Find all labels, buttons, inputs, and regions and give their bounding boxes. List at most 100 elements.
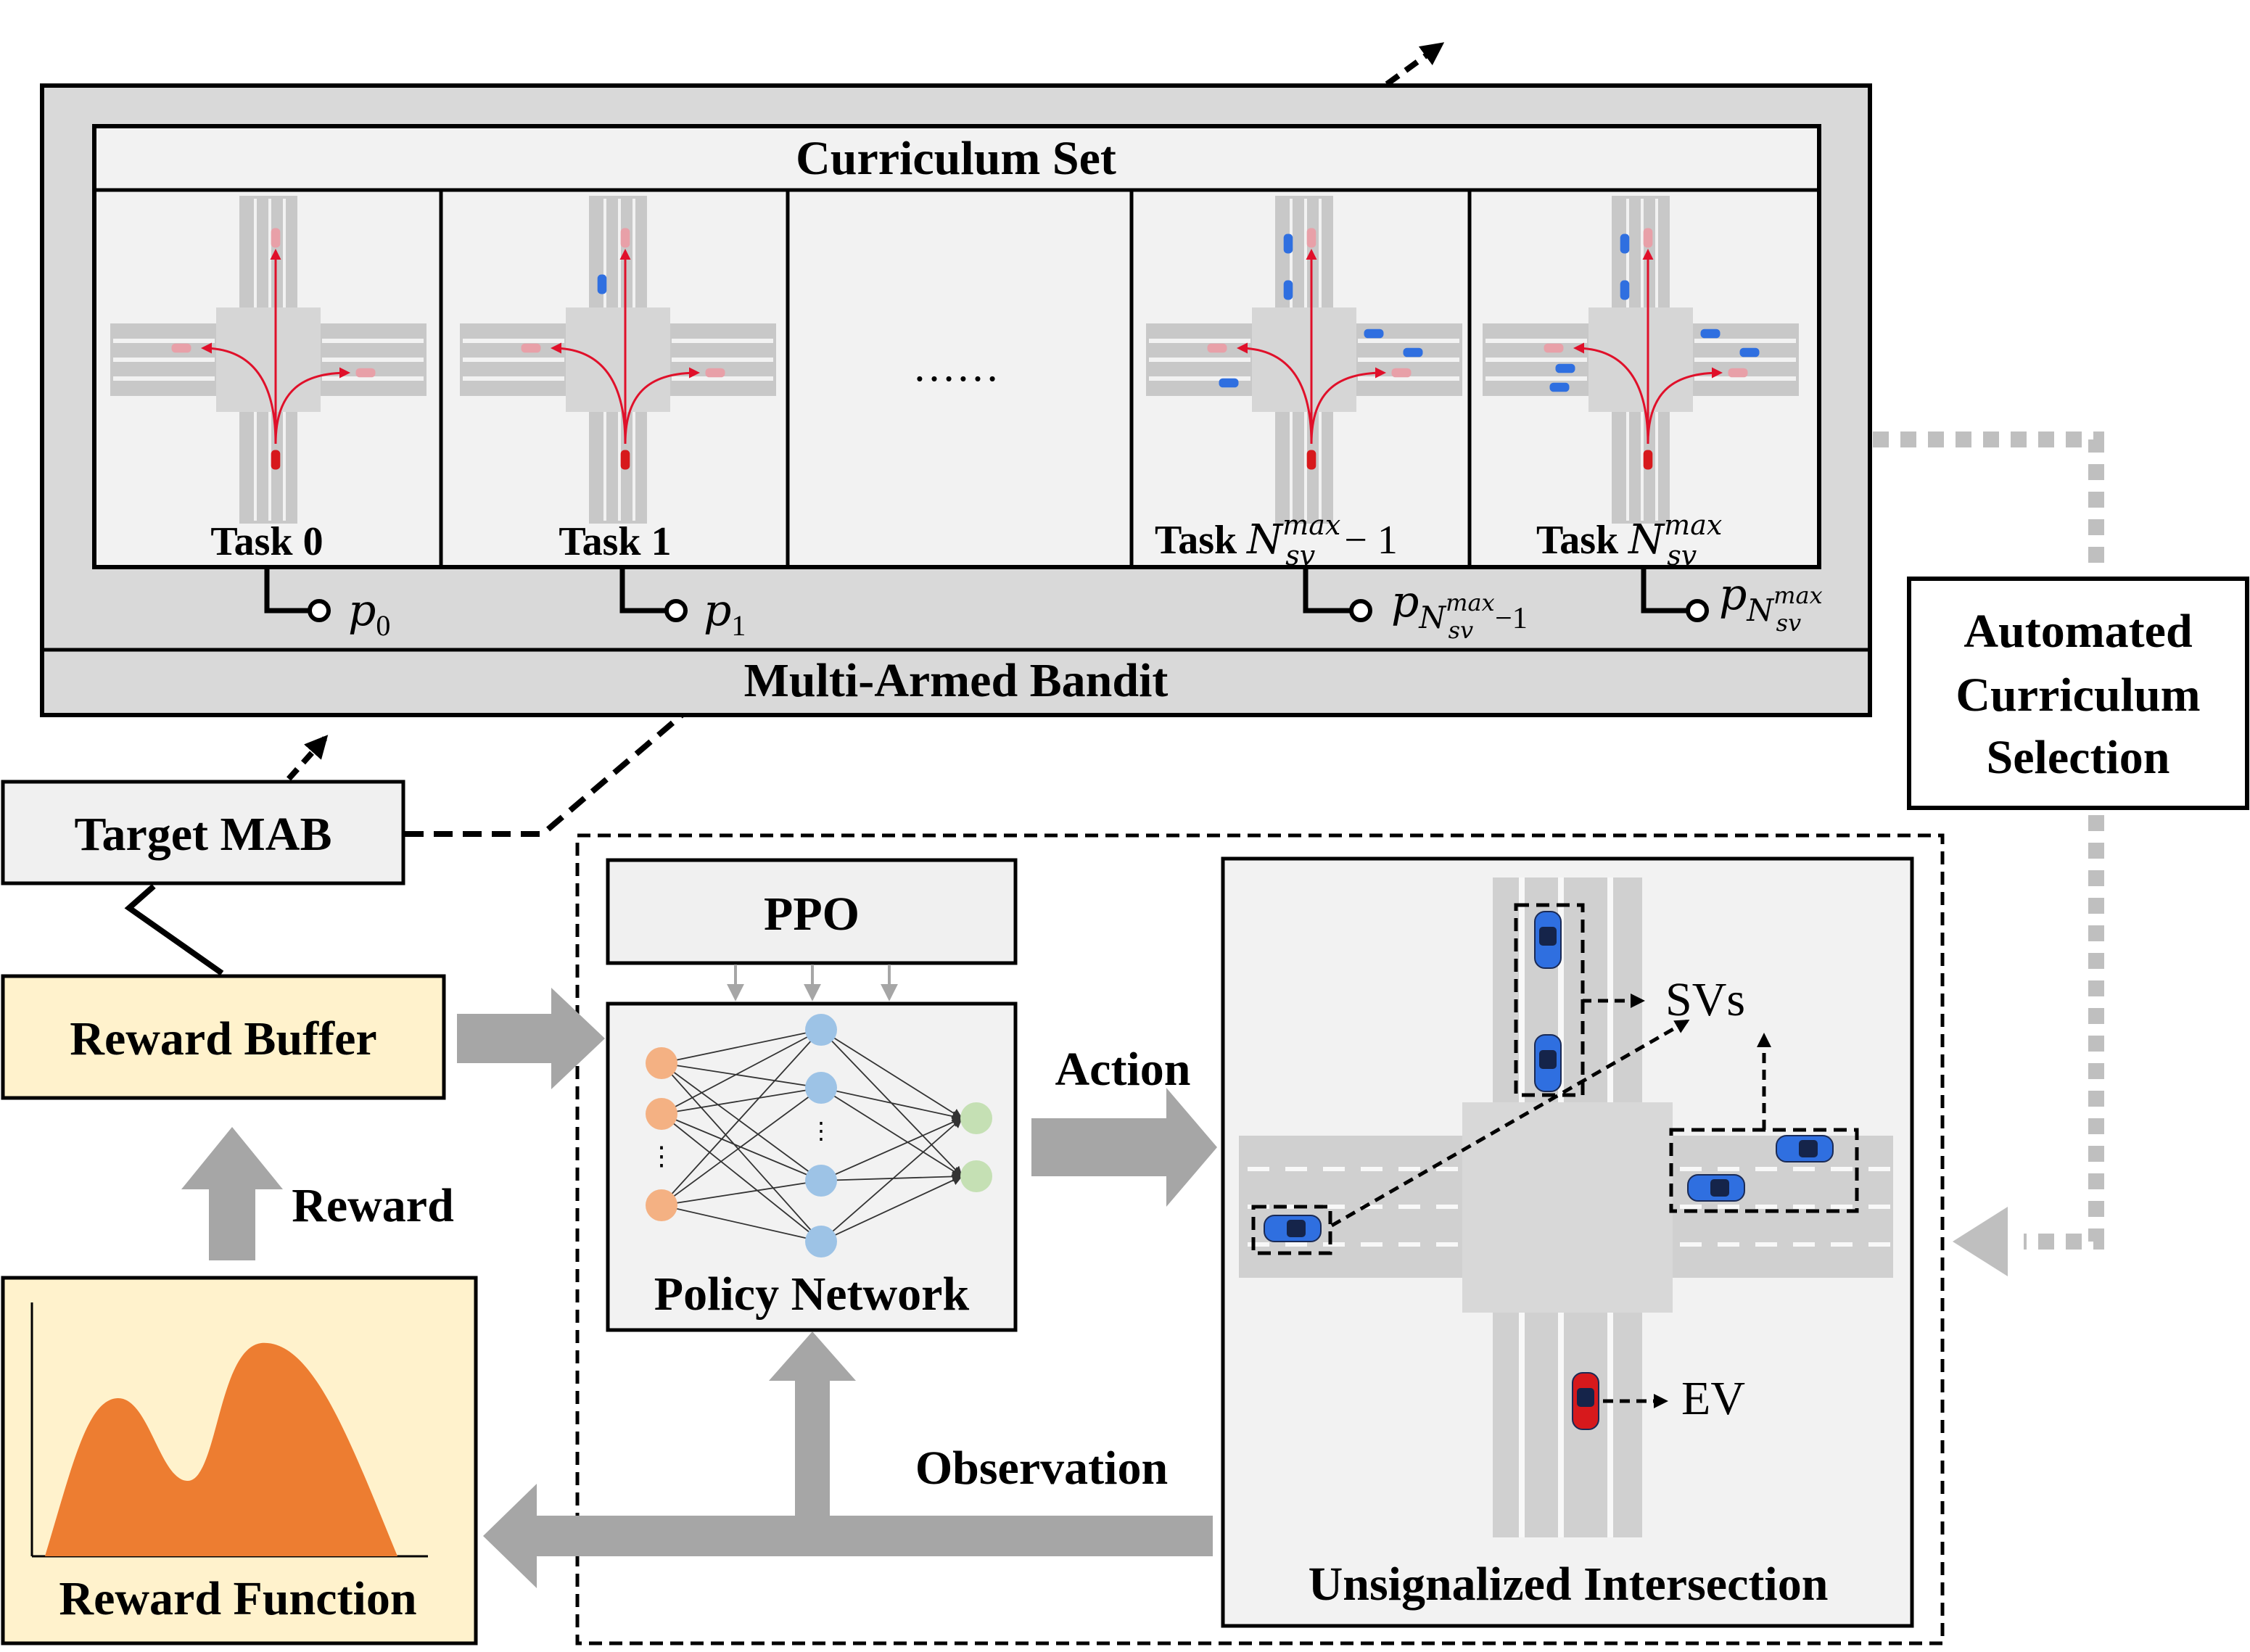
lane-line	[1519, 877, 1525, 1102]
mini-lane-line	[463, 339, 564, 343]
mini-sv-car	[1283, 234, 1293, 254]
nn-edge	[661, 1029, 822, 1206]
nn-output-node	[960, 1102, 992, 1134]
sv-car-window	[1539, 1050, 1557, 1069]
mini-lane-line	[463, 376, 564, 381]
mini-lane-line	[632, 199, 635, 307]
mini-lane-line	[113, 376, 215, 381]
task-0-label: Task 0	[210, 519, 323, 564]
mini-target-car	[705, 368, 725, 378]
svs-pointer	[1581, 994, 1645, 1008]
lane-dash	[1831, 1167, 1853, 1171]
lane-dash	[1398, 1205, 1420, 1209]
mini-lane-line	[322, 339, 424, 343]
nn-edge	[661, 1087, 822, 1115]
mini-lane-line	[283, 199, 286, 307]
lane-dash	[1718, 1205, 1739, 1209]
mini-sv-car	[1700, 329, 1721, 339]
nn-vdots-input: ⋮	[648, 1141, 675, 1170]
automated-line-3: Selection	[1987, 731, 2170, 784]
policy-network-box: ⋮ ⋮ Policy Network	[606, 1001, 1018, 1332]
reward-function-label: Reward Function	[59, 1572, 416, 1625]
mini-path-left	[1237, 342, 1313, 445]
mini-target-car	[1306, 228, 1316, 248]
mini-ev-car	[271, 450, 281, 470]
lane-dash	[1361, 1242, 1382, 1247]
sv-group-box	[1514, 903, 1585, 1097]
nn-edge	[820, 1087, 963, 1122]
lane-line	[1558, 877, 1564, 1102]
action-label: Action	[1055, 1043, 1191, 1096]
lane-line	[1519, 1313, 1525, 1537]
mini-lane-line	[268, 412, 271, 521]
lane-dash	[1868, 1167, 1890, 1171]
mini-lane-line	[1485, 376, 1587, 381]
nn-hidden-node	[805, 1014, 837, 1046]
mini-sv-car	[1403, 347, 1423, 358]
nn-hidden-node	[805, 1165, 837, 1197]
mini-lane-line	[1149, 376, 1250, 381]
mini-lane-line	[254, 412, 257, 521]
nn-edge	[661, 1205, 822, 1242]
mini-path-right	[1310, 367, 1386, 445]
lane-dash	[1755, 1167, 1777, 1171]
mini-lane-line	[254, 199, 257, 307]
lane-dash	[1755, 1242, 1777, 1247]
selection-arrowhead	[1953, 1207, 2008, 1276]
mini-lane-line	[1485, 339, 1587, 343]
mini-lane-line	[1655, 199, 1658, 307]
observation-up-arrow	[769, 1331, 856, 1517]
svs-label: SVs	[1665, 973, 1745, 1026]
reward-label: Reward	[292, 1179, 454, 1232]
observation-label: Observation	[915, 1442, 1168, 1495]
mini-lane-line	[1304, 412, 1307, 521]
prob-p1: p1	[704, 585, 746, 642]
training-region	[575, 833, 1945, 1645]
mini-lane-line	[1641, 412, 1644, 521]
junction-box	[1462, 1102, 1673, 1313]
mini-ev-car	[1643, 450, 1653, 470]
mini-sv-car	[1620, 234, 1630, 254]
mini-lane-line	[1358, 358, 1459, 362]
lane-dash	[1361, 1205, 1382, 1209]
mini-lane-line	[1694, 376, 1796, 381]
lane-dash	[1436, 1242, 1458, 1247]
mini-lane-line	[618, 199, 621, 307]
mini-lane-line	[1319, 412, 1322, 521]
prob-p0: p0	[348, 585, 390, 642]
nn-hidden-node	[805, 1072, 837, 1104]
lane-dash	[1323, 1167, 1345, 1171]
nn-input-node	[646, 1189, 677, 1221]
automated-line-1: Automated	[1963, 605, 2192, 658]
nn-output-node	[960, 1160, 992, 1192]
mini-lane-line	[1626, 412, 1629, 521]
mini-lane-line	[1641, 199, 1644, 307]
mini-lane-line	[1485, 358, 1587, 362]
mini-path-left	[551, 342, 627, 445]
nn-edge	[661, 1029, 822, 1115]
mini-lane-line	[283, 412, 286, 521]
mini-intersection	[460, 196, 776, 524]
target-mab-box: Target MAB	[1, 780, 405, 885]
mini-lane-line	[618, 412, 621, 521]
mini-intersection	[1483, 196, 1799, 524]
action-arrow	[1031, 1088, 1217, 1207]
ppo-label: PPO	[764, 888, 860, 941]
lane-dash	[1831, 1205, 1853, 1209]
mini-lane-line	[1694, 358, 1796, 362]
nn-edge	[661, 1062, 822, 1089]
lane-dash	[1398, 1242, 1420, 1247]
policy-network-label: Policy Network	[654, 1268, 970, 1321]
mini-sv-car	[1219, 378, 1239, 388]
prob-connectors	[264, 567, 1687, 614]
task-ellipsis: ……	[912, 342, 1000, 390]
nn-vdots-hidden: ⋮	[809, 1118, 833, 1144]
mini-intersection	[1146, 196, 1462, 524]
ev-car-window	[1577, 1388, 1594, 1407]
mini-intersection	[110, 196, 426, 524]
mini-target-car	[171, 343, 191, 353]
